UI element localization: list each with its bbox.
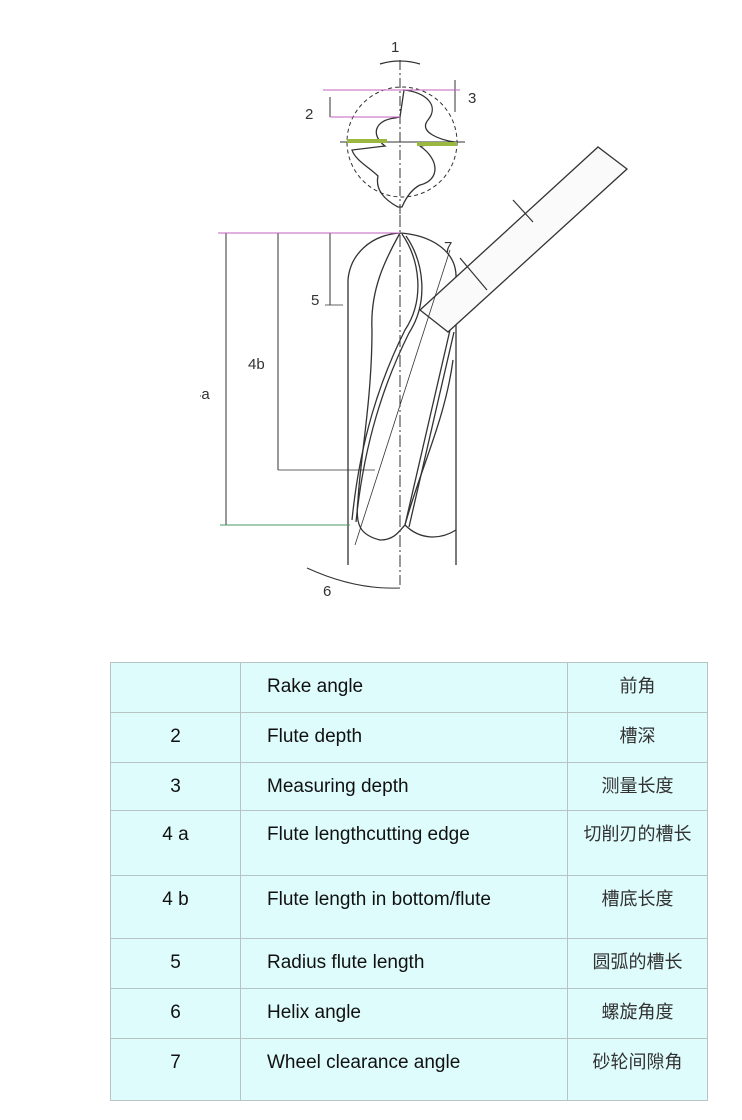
row-number: 4 b	[110, 875, 241, 939]
row-chinese: 槽底长度	[567, 875, 708, 939]
row-chinese: 圆弧的槽长	[567, 938, 708, 989]
label-2: 2	[305, 106, 313, 123]
row-english: Flute lengthcutting edge	[240, 810, 568, 876]
row-number: 7	[110, 1038, 241, 1101]
row-chinese: 前角	[567, 662, 708, 713]
row-chinese: 测量长度	[567, 762, 708, 811]
row-chinese: 螺旋角度	[567, 988, 708, 1039]
cross-section-profile	[351, 89, 456, 208]
row-number: 6	[110, 988, 241, 1039]
table-row: 2 Flute depth 槽深	[110, 712, 708, 763]
table-row: 4 a Flute lengthcutting edge 切削刃的槽长	[110, 810, 708, 876]
label-1: 1	[391, 39, 399, 56]
label-4b: 4b	[248, 356, 265, 373]
row-chinese: 砂轮间隙角	[567, 1038, 708, 1101]
label-4a: 4a	[200, 386, 210, 403]
row-english: Flute depth	[240, 712, 568, 763]
label-6: 6	[323, 583, 331, 600]
table-row: 7 Wheel clearance angle 砂轮间隙角	[110, 1038, 708, 1101]
row-english: Radius flute length	[240, 938, 568, 989]
table-row: 4 b Flute length in bottom/flute 槽底长度	[110, 875, 708, 939]
end-mill-diagram: 1 2 3 4a 4b 5 6 7	[200, 39, 629, 600]
label-5: 5	[311, 292, 319, 309]
table-row: 6 Helix angle 螺旋角度	[110, 988, 708, 1039]
row-number: 3	[110, 762, 241, 811]
parameter-table: Rake angle 前角 2 Flute depth 槽深 3 Measuri…	[110, 662, 708, 1101]
row-chinese: 槽深	[567, 712, 708, 763]
end-mill-body	[347, 232, 457, 565]
row-number	[110, 662, 241, 713]
row-number: 5	[110, 938, 241, 989]
row-number: 2	[110, 712, 241, 763]
row-english: Helix angle	[240, 988, 568, 1039]
grinding-wheel	[418, 146, 629, 333]
row-english: Wheel clearance angle	[240, 1038, 568, 1101]
row-english: Measuring depth	[240, 762, 568, 811]
row-chinese: 切削刃的槽长	[567, 810, 708, 876]
table-row: 5 Radius flute length 圆弧的槽长	[110, 938, 708, 989]
table-row: 3 Measuring depth 测量长度	[110, 762, 708, 811]
label-7: 7	[444, 239, 452, 256]
row-english: Rake angle	[240, 662, 568, 713]
label-3: 3	[468, 90, 476, 107]
row-english: Flute length in bottom/flute	[240, 875, 568, 939]
table-row: Rake angle 前角	[110, 662, 708, 713]
row-number: 4 a	[110, 810, 241, 876]
